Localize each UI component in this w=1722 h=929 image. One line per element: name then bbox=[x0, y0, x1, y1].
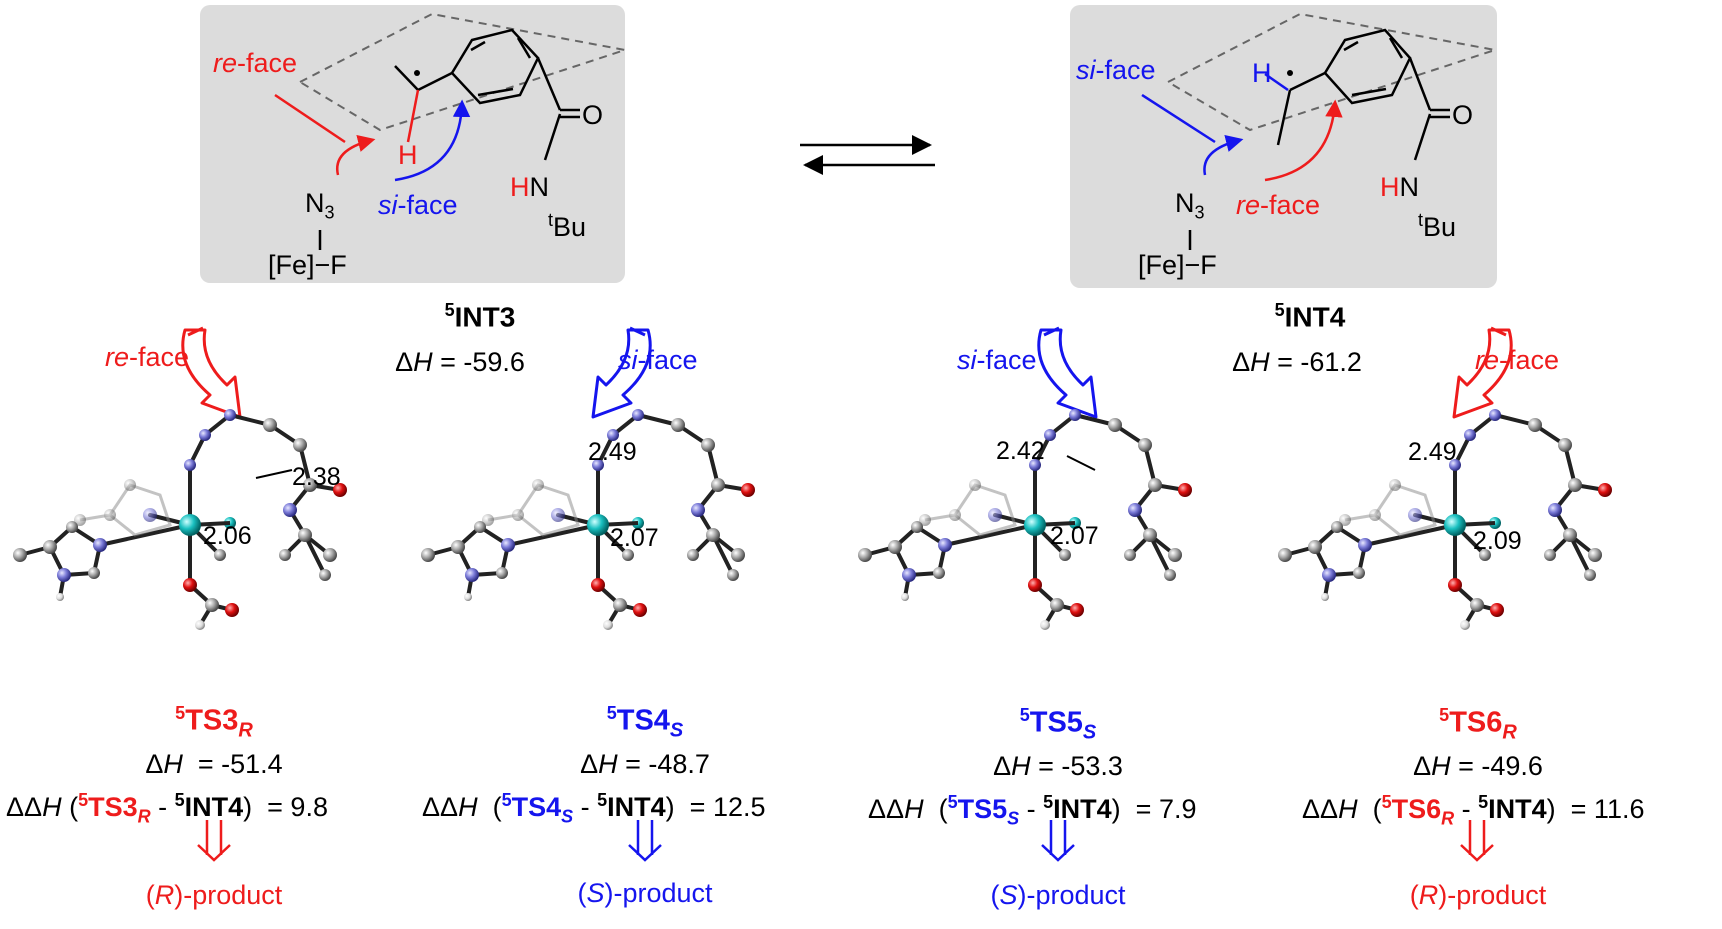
int3-h-label: H bbox=[398, 140, 418, 170]
equilibrium-arrows bbox=[800, 135, 935, 175]
int4-re-face-label: re-face bbox=[1236, 190, 1321, 220]
arrow3-label: si-face bbox=[957, 345, 1037, 375]
hollow-arrow-si-2 bbox=[1037, 326, 1098, 419]
int3-tbu-label: tBu bbox=[548, 210, 587, 242]
ts5-ddh: ΔΔH (5TS5S - 5INT4) = 7.9 bbox=[868, 792, 1197, 829]
int3-hn-label: HN bbox=[510, 172, 549, 202]
int4-structure bbox=[1141, 12, 1496, 250]
int4-n3-label: N3 bbox=[1175, 188, 1205, 223]
ts5-dh: ΔH = -53.3 bbox=[993, 751, 1123, 781]
arrow1-label: re-face bbox=[105, 342, 190, 372]
hollow-arrow-re-1 bbox=[181, 326, 242, 419]
ts6-dist-2: 2.09 bbox=[1473, 527, 1522, 555]
int4-o-label: O bbox=[1452, 100, 1474, 130]
ts6-product: (R)-product bbox=[1409, 880, 1547, 910]
ts6-dist-1: 2.49 bbox=[1408, 438, 1457, 466]
int4-tbu-label: tBu bbox=[1418, 210, 1457, 242]
ts3-dist-2: 2.06 bbox=[203, 522, 252, 550]
int3-name: 5INT3 bbox=[444, 300, 516, 333]
ts3-ddh: ΔΔH (5TS3R - 5INT4) = 9.8 bbox=[6, 790, 328, 827]
int4-dh: ΔH = -61.2 bbox=[1232, 347, 1362, 377]
int4-si-face-label: si-face bbox=[1076, 55, 1156, 85]
int4-panel bbox=[1070, 5, 1497, 288]
ts3-dh: ΔH = -51.4 bbox=[145, 749, 283, 779]
ts4-dh: ΔH = -48.7 bbox=[580, 749, 710, 779]
ts4-title: 5TS4S bbox=[606, 703, 684, 742]
ts3-title: 5TS3R bbox=[175, 703, 253, 742]
product-arrows bbox=[197, 820, 1494, 862]
ts4-product: (S)-product bbox=[577, 878, 713, 908]
int3-si-face-label: si-face bbox=[378, 190, 458, 220]
int4-hn-label: HN bbox=[1380, 172, 1419, 202]
int3-structure bbox=[274, 12, 626, 250]
ts4-dist-2: 2.07 bbox=[610, 524, 659, 552]
int3-n3-label: N3 bbox=[305, 188, 335, 223]
ts5-product: (S)-product bbox=[990, 880, 1126, 910]
int3-panel bbox=[200, 5, 625, 283]
ts6-ddh: ΔΔH (5TS6R - 5INT4) = 11.6 bbox=[1302, 792, 1645, 829]
ts6-title: 5TS6R bbox=[1439, 705, 1517, 744]
ts5-dist-1: 2.42 bbox=[996, 437, 1045, 465]
int3-dh: ΔH = -59.6 bbox=[395, 347, 525, 377]
ts3-dist-1: 2.38 bbox=[292, 463, 341, 491]
arrow4-label: re-face bbox=[1475, 345, 1560, 375]
int3-re-face-label: re-face bbox=[213, 48, 298, 78]
int3-o-label: O bbox=[582, 100, 604, 130]
int3-fe-label: [Fe]−F bbox=[268, 250, 347, 280]
ts3-product: (R)-product bbox=[145, 880, 283, 910]
ts4-ddh: ΔΔH (5TS4S - 5INT4) = 12.5 bbox=[422, 790, 766, 827]
int4-fe-label: [Fe]−F bbox=[1138, 250, 1217, 280]
ts3-model bbox=[11, 407, 349, 632]
ts5-title: 5TS5S bbox=[1019, 705, 1097, 744]
ts6-dh: ΔH = -49.6 bbox=[1413, 751, 1543, 781]
arrow2-label: si-face bbox=[618, 345, 698, 375]
int4-name: 5INT4 bbox=[1274, 300, 1346, 333]
ts4-dist-1: 2.49 bbox=[588, 438, 637, 466]
ts5-dist-2: 2.07 bbox=[1050, 522, 1099, 550]
int4-h-label: H bbox=[1252, 58, 1272, 88]
